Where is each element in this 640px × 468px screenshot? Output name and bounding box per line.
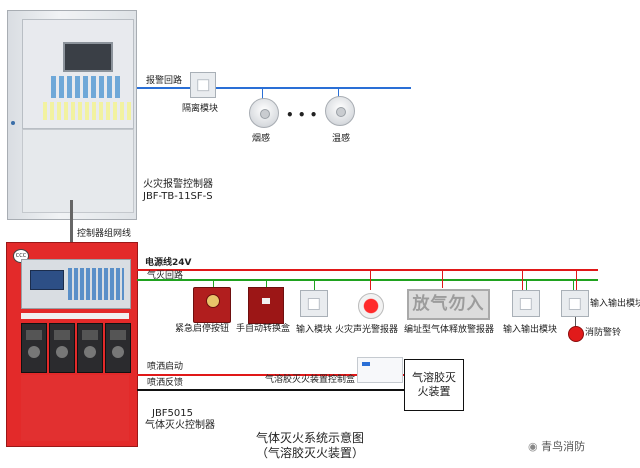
io-module-1 xyxy=(512,290,540,317)
heat-drop-line xyxy=(338,88,339,98)
aerosol-controller-label: 气溶胶灭火装置控制盒 xyxy=(265,375,356,385)
gas-controller-keypad xyxy=(68,268,124,300)
watermark: ◉ 青鸟消防 xyxy=(528,438,585,454)
io-module-2-label: 输入输出模块 xyxy=(590,299,640,309)
spray-start-label: 喷洒启动 xyxy=(147,362,184,372)
zone-module xyxy=(21,323,47,373)
input-module xyxy=(300,290,328,317)
drop-line xyxy=(526,280,527,290)
controller-panel xyxy=(22,19,134,129)
watermark-text: 青鸟消防 xyxy=(541,440,586,453)
switch-icon xyxy=(262,298,270,304)
sound-light-alarm-icon xyxy=(358,293,384,319)
isolation-module xyxy=(190,72,216,98)
drop-line xyxy=(573,280,574,290)
controller-indicator-row xyxy=(43,102,131,120)
drop-line xyxy=(266,280,267,288)
manual-auto-label: 手自动转换盒 xyxy=(236,324,291,334)
gas-controller-strip xyxy=(21,313,129,319)
gas-extinguishing-controller: CCC xyxy=(6,242,138,447)
fire-bell-label: 消防警铃 xyxy=(585,328,622,338)
heat-detector-label: 温感 xyxy=(332,134,351,144)
top-controller-model: JBF-TB-11SF-S xyxy=(143,191,213,202)
controller-screen xyxy=(63,42,113,72)
alarm-loop-label: 报警回路 xyxy=(146,76,183,86)
wechat-icon: ◉ xyxy=(528,440,538,453)
smoke-detector-icon xyxy=(249,98,279,128)
smoke-detector-label: 烟感 xyxy=(252,134,271,144)
alarm-loop-line xyxy=(137,87,411,89)
drop-line xyxy=(213,280,214,288)
io-module-1-label: 输入输出模块 xyxy=(503,325,558,335)
network-label: 控制器组网线 xyxy=(77,229,132,239)
title-line-2: （气溶胶灭火装置） xyxy=(255,446,364,460)
gas-release-sign: 放气勿入 xyxy=(407,289,490,320)
power-line-label: 电源线24V xyxy=(145,258,192,268)
manual-auto-box xyxy=(248,287,284,324)
sound-light-alarm-label: 火灾声光警报器 xyxy=(335,325,399,335)
diagram-title: 气体灭火系统示意图 （气溶胶灭火装置） xyxy=(222,431,398,461)
bottom-controller-model: JBF5015 xyxy=(152,408,194,419)
loop-ellipsis: • • • xyxy=(286,108,318,122)
controller-keypad xyxy=(51,76,123,98)
controller-lower-cabinet xyxy=(22,129,134,213)
gas-loop-line xyxy=(137,279,598,281)
bell-drop-line xyxy=(575,317,576,327)
drop-line xyxy=(314,280,315,290)
drop-line xyxy=(370,270,371,290)
brand-icon xyxy=(362,362,370,366)
network-cable xyxy=(70,200,73,242)
zone-module xyxy=(49,323,75,373)
io-module-2 xyxy=(561,290,589,317)
button-icon xyxy=(206,294,220,308)
gas-loop-label: 气灭回路 xyxy=(147,271,184,281)
aerosol-device: 气溶胶灭火装置 xyxy=(404,359,464,411)
power-line xyxy=(137,269,598,271)
spray-feedback-label: 喷洒反馈 xyxy=(147,378,184,388)
fire-bell-icon xyxy=(568,326,584,342)
title-line-1: 气体灭火系统示意图 xyxy=(255,431,364,445)
spray-feedback-line xyxy=(137,389,405,391)
gas-controller-lower-panel xyxy=(21,375,129,441)
heat-detector-icon xyxy=(325,96,355,126)
emergency-stop-label: 紧急启停按钮 xyxy=(175,324,230,334)
smoke-drop-line xyxy=(262,88,263,100)
gas-controller-screen xyxy=(30,270,64,290)
spray-start-line xyxy=(137,374,405,376)
input-module-label: 输入模块 xyxy=(296,325,333,335)
gas-controller-panel xyxy=(21,259,131,309)
fire-alarm-controller xyxy=(7,10,137,220)
gas-release-sign-label: 编址型气体释放警报器 xyxy=(404,325,495,335)
zone-module xyxy=(105,323,131,373)
aerosol-control-box xyxy=(357,357,403,383)
drop-line xyxy=(522,270,523,290)
zone-module xyxy=(77,323,103,373)
cabinet-lock-icon xyxy=(11,121,15,125)
emergency-stop-button xyxy=(193,287,231,323)
drop-line xyxy=(576,270,577,290)
bottom-controller-name: 气体灭火控制器 xyxy=(145,420,215,431)
isolation-module-label: 隔离模块 xyxy=(182,104,219,114)
drop-line xyxy=(442,270,443,288)
top-controller-name: 火灾报警控制器 xyxy=(143,179,213,190)
